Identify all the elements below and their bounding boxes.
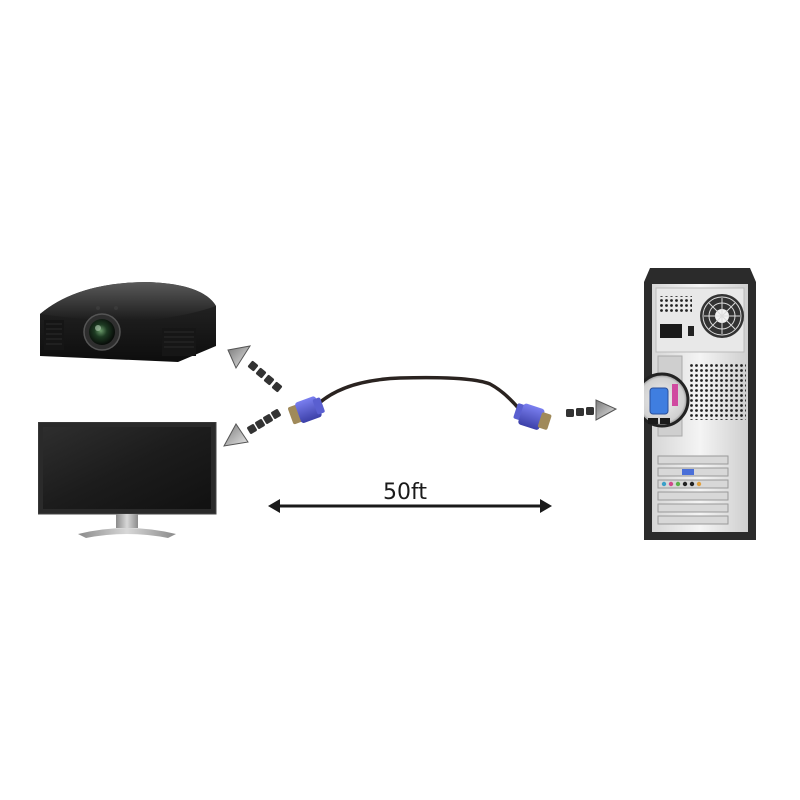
arrow-to-monitor	[223, 409, 281, 447]
computer-tower	[644, 268, 756, 540]
vga-connector-right	[513, 403, 552, 430]
cable-length-label: 50ft	[383, 480, 427, 505]
vga-connector-left	[288, 396, 325, 425]
arrow-to-computer	[566, 399, 618, 421]
monitor	[38, 422, 218, 540]
length-dimension-line	[268, 499, 552, 513]
vga-port-magnifier	[644, 372, 690, 428]
projector	[38, 276, 218, 368]
arrow-to-projector	[227, 345, 283, 393]
